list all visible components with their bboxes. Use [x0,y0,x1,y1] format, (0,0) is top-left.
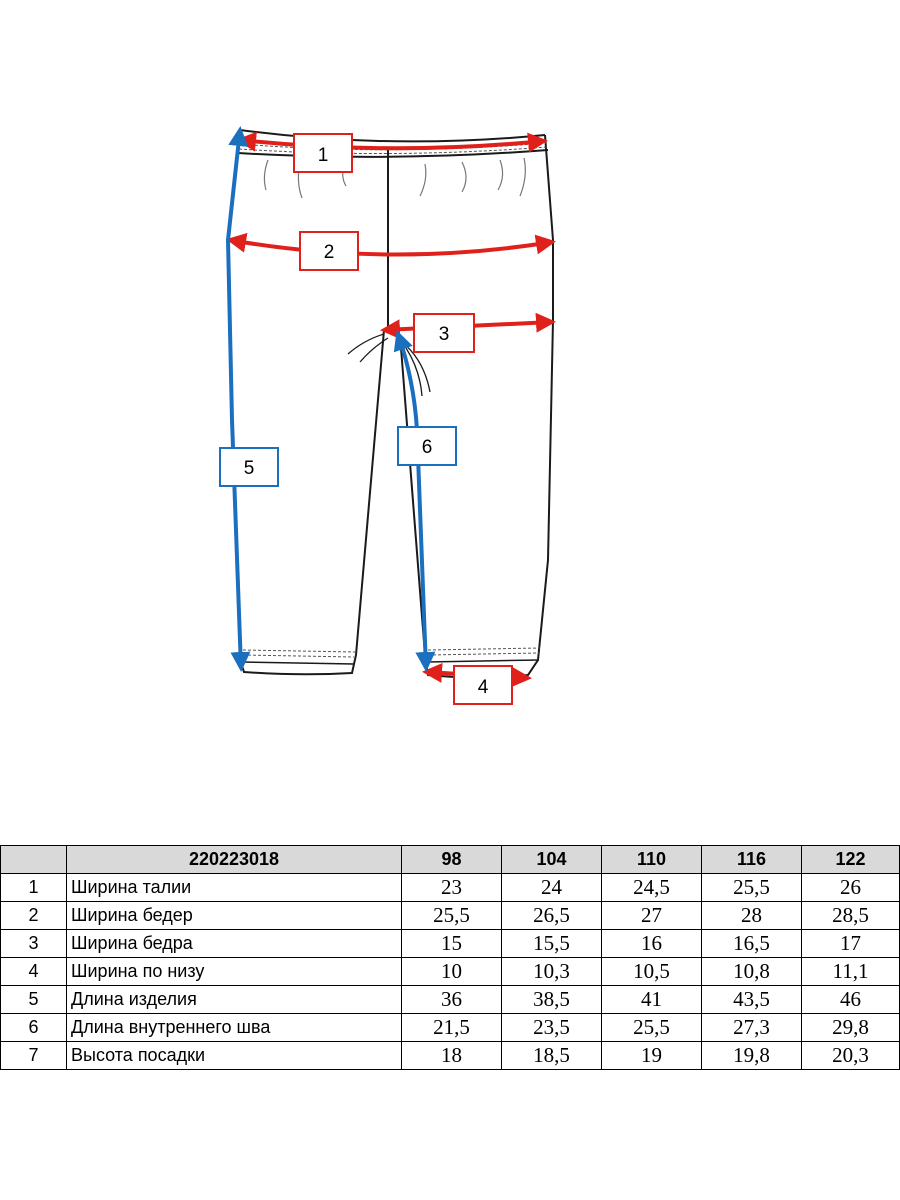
row-value: 25,5 [701,873,802,902]
row-number: 4 [0,957,67,986]
arrow-waist [236,131,548,153]
header-size: 122 [801,845,900,874]
row-value: 24 [501,873,602,902]
label-2-text: 2 [324,242,335,263]
right-hem-stitch-2 [427,652,540,656]
left-hem-stitch-2 [242,654,355,658]
row-measurement-name: Высота посадки [66,1041,402,1070]
row-number: 7 [0,1041,67,1070]
row-value: 41 [601,985,702,1014]
row-value: 36 [401,985,502,1014]
arrow-length [225,126,251,672]
label-4-text: 4 [478,677,489,698]
table-row: 3 Ширина бедра 15 15,5 16 16,5 17 [0,929,900,958]
pants-measurement-diagram: 1 2 3 4 5 6 [219,126,556,705]
table-row: 7 Высота посадки 18 18,5 19 19,8 20,3 [0,1041,900,1070]
row-value: 16,5 [701,929,802,958]
row-value: 28,5 [801,901,900,930]
row-value: 18,5 [501,1041,602,1070]
label-1: 1 [293,133,353,173]
row-number: 6 [0,1013,67,1042]
row-value: 16 [601,929,702,958]
row-value: 26 [801,873,900,902]
table-row: 1 Ширина талии 23 24 24,5 25,5 26 [0,873,900,902]
row-value: 23,5 [501,1013,602,1042]
row-value: 18 [401,1041,502,1070]
left-hem-stitch [242,649,356,653]
row-value: 17 [801,929,900,958]
row-value: 38,5 [501,985,602,1014]
label-6-text: 6 [422,437,433,458]
table-row: 6 Длина внутреннего шва 21,5 23,5 25,5 2… [0,1013,900,1042]
label-6: 6 [397,426,457,466]
red-arrows [226,131,556,688]
label-3-text: 3 [439,324,450,345]
size-chart-table: 220223018 98 104 110 116 122 1 Ширина та… [0,845,900,1070]
row-value: 19,8 [701,1041,802,1070]
header-size: 104 [501,845,602,874]
right-hem-stitch [427,647,541,651]
label-5-text: 5 [244,458,255,479]
row-value: 15,5 [501,929,602,958]
label-3: 3 [413,313,475,353]
table-row: 5 Длина изделия 36 38,5 41 43,5 46 [0,985,900,1014]
row-value: 24,5 [601,873,702,902]
row-number: 2 [0,901,67,930]
row-value: 10,3 [501,957,602,986]
row-value: 10,5 [601,957,702,986]
header-empty-cell [0,845,67,874]
waistband-bottom [237,149,549,158]
row-number: 3 [0,929,67,958]
arrow-hips [226,232,556,257]
header-size: 116 [701,845,802,874]
row-measurement-name: Ширина бедер [66,901,402,930]
header-article: 220223018 [66,845,402,874]
row-value: 15 [401,929,502,958]
row-measurement-name: Ширина по низу [66,957,402,986]
row-value: 19 [601,1041,702,1070]
table-row: 2 Ширина бедер 25,5 26,5 27 28 28,5 [0,901,900,930]
label-5: 5 [219,447,279,487]
row-number: 1 [0,873,67,902]
header-size: 98 [401,845,502,874]
row-value: 46 [801,985,900,1014]
row-value: 11,1 [801,957,900,986]
row-value: 25,5 [601,1013,702,1042]
row-value: 43,5 [701,985,802,1014]
left-leg-outline [226,129,385,676]
row-measurement-name: Ширина бедра [66,929,402,958]
row-number: 5 [0,985,67,1014]
label-1-text: 1 [318,145,329,166]
label-4: 4 [453,665,513,705]
row-value: 26,5 [501,901,602,930]
header-size: 110 [601,845,702,874]
row-value: 27,3 [701,1013,802,1042]
table-row: 4 Ширина по низу 10 10,3 10,5 10,8 11,1 [0,957,900,986]
waistband-top [239,129,546,143]
label-2: 2 [299,231,359,271]
row-value: 27 [601,901,702,930]
row-measurement-name: Длина внутреннего шва [66,1013,402,1042]
row-value: 10 [401,957,502,986]
pants-outline [226,129,554,679]
table-header-row: 220223018 98 104 110 116 122 [0,845,900,874]
blue-arrows [225,126,436,672]
hem-lines [241,659,540,665]
row-value: 25,5 [401,901,502,930]
row-value: 20,3 [801,1041,900,1070]
row-value: 10,8 [701,957,802,986]
row-measurement-name: Длина изделия [66,985,402,1014]
row-measurement-name: Ширина талии [66,873,402,902]
stitching [238,142,548,658]
row-value: 21,5 [401,1013,502,1042]
row-value: 28 [701,901,802,930]
row-value: 23 [401,873,502,902]
row-value: 29,8 [801,1013,900,1042]
